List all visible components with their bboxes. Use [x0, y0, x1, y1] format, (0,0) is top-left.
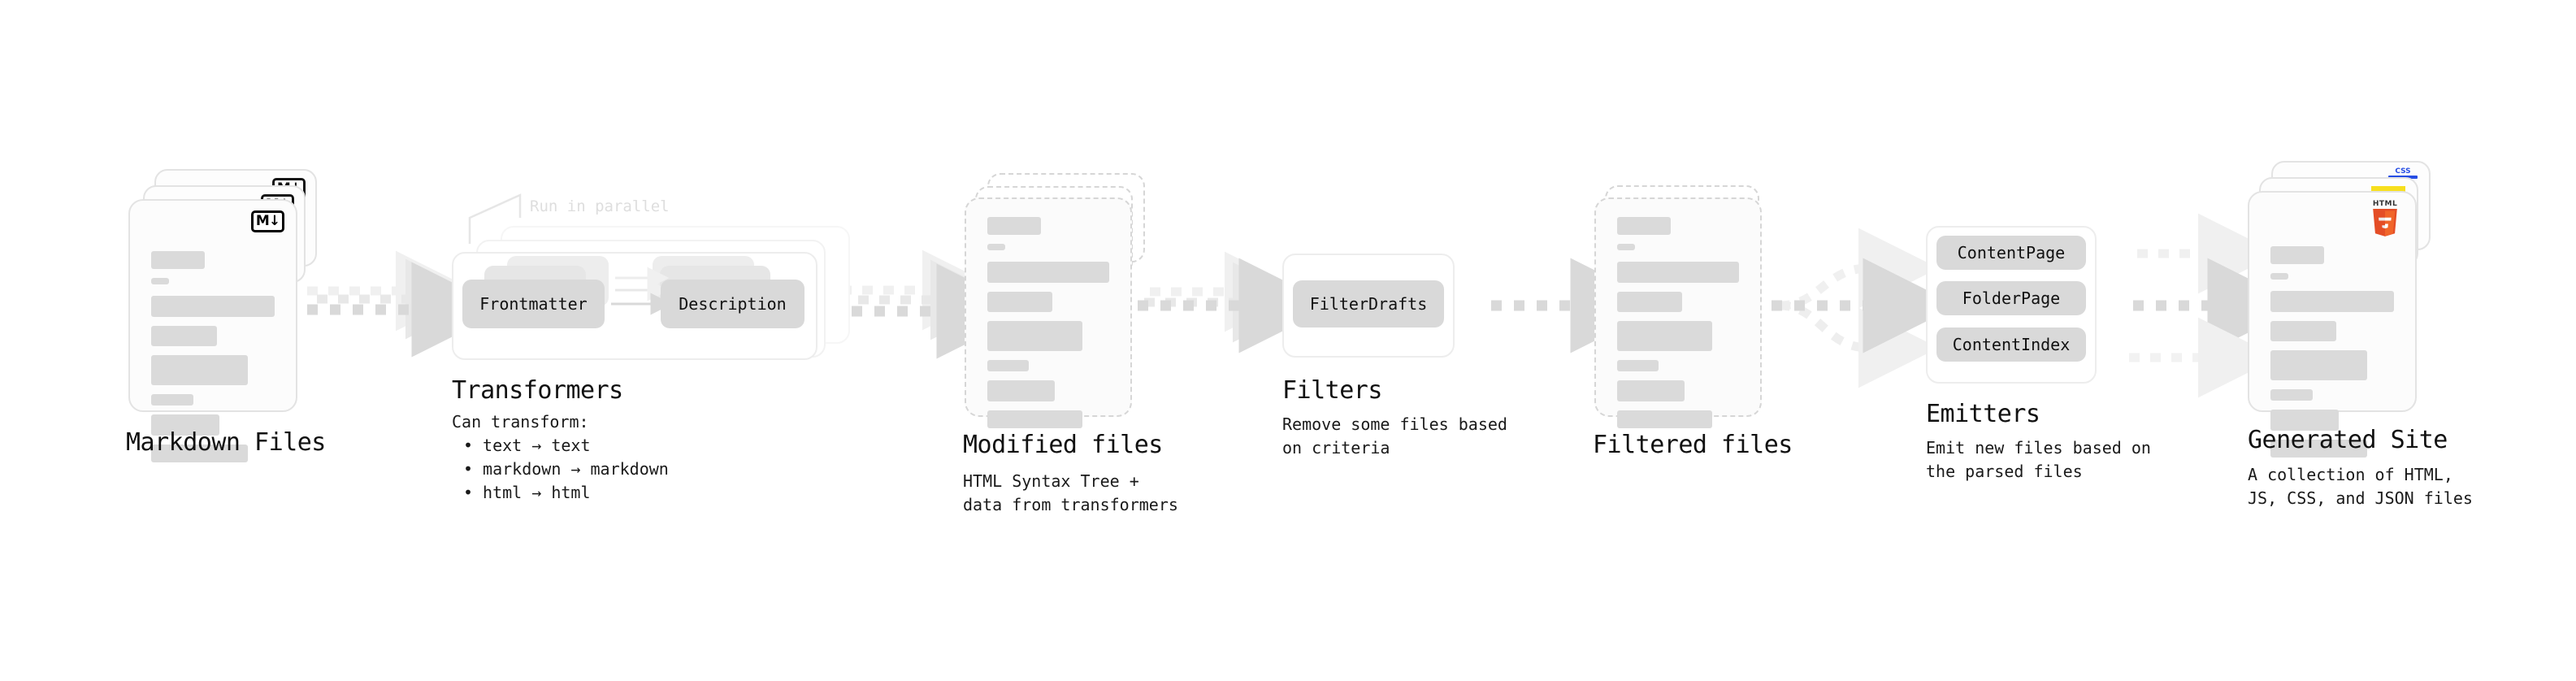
- emitter-node-label: ContentIndex: [1952, 335, 2071, 354]
- filter-node-label: FilterDrafts: [1309, 294, 1428, 314]
- emitter-node-label: FolderPage: [1962, 288, 2061, 308]
- emitter-node-folderpage[interactable]: FolderPage: [1936, 281, 2086, 315]
- card-skeleton-lines: [1617, 217, 1739, 437]
- stage-title-generated-site: Generated Site: [2248, 426, 2448, 454]
- arrow-transformers-to-modified: [829, 249, 1032, 359]
- markdown-card-front: M↓: [128, 199, 297, 462]
- card-skeleton-lines: [987, 217, 1109, 437]
- modified-card-front: [965, 197, 1132, 428]
- markdown-badge: M↓: [251, 210, 284, 232]
- arrow-modified-to-filters: [1138, 251, 1334, 354]
- html5-shield-icon: [2373, 209, 2397, 236]
- stage-caption-modified-files: HTML Syntax Tree + data from transformer…: [963, 471, 1178, 514]
- transformers-bullet-item: markdown → markdown: [463, 458, 669, 481]
- transformers-bullets-heading: Can transform:: [452, 412, 589, 432]
- html5-badge-label: HTML: [2372, 200, 2398, 208]
- transformer-node-label: Frontmatter: [479, 294, 588, 314]
- stage-title-filters: Filters: [1282, 376, 1382, 405]
- transformer-node-frontmatter[interactable]: Frontmatter: [462, 280, 605, 328]
- markdown-badge-letter: M: [255, 213, 270, 229]
- stage-caption-filters: Remove some files based on criteria: [1282, 414, 1507, 458]
- transformers-bullet-item: html → html: [463, 481, 669, 505]
- html5-badge: HTML: [2368, 200, 2402, 239]
- markdown-badge-arrow: ↓: [268, 213, 280, 229]
- site-card-front-html: HTML: [2248, 191, 2417, 458]
- transformers-bullet-item: text → text: [463, 434, 669, 458]
- run-in-parallel-label: Run in parallel: [530, 197, 670, 215]
- transformer-node-description[interactable]: Description: [661, 280, 804, 328]
- filtered-card-front: [1594, 197, 1762, 428]
- stage-caption-generated-site: A collection of HTML, JS, CSS, and JSON …: [2248, 465, 2473, 508]
- arrow-emitters-to-site: [2129, 213, 2303, 398]
- arrow-filtered-to-emitters: [1772, 228, 1958, 388]
- arrow-markdown-to-transformers: [307, 250, 507, 358]
- stage-title-markdown-files: Markdown Files: [126, 428, 326, 457]
- stage-title-emitters: Emitters: [1926, 400, 2040, 428]
- card-skeleton-lines: [151, 251, 275, 471]
- css-badge-label: CSS: [2395, 167, 2411, 176]
- stage-title-modified-files: Modified files: [963, 431, 1163, 459]
- emitter-node-contentindex[interactable]: ContentIndex: [1936, 327, 2086, 362]
- stage-title-transformers: Transformers: [452, 376, 623, 405]
- emitter-node-label: ContentPage: [1957, 243, 2066, 262]
- filter-node-filterdrafts[interactable]: FilterDrafts: [1293, 280, 1444, 327]
- transformers-bullet-list: Can transform: text → text markdown → ma…: [452, 410, 669, 505]
- card-skeleton-lines: [2270, 246, 2394, 466]
- stage-title-filtered-files: Filtered files: [1593, 431, 1793, 459]
- run-in-parallel-leader: [468, 193, 522, 244]
- transformer-node-label: Description: [679, 294, 787, 314]
- stage-caption-emitters: Emit new files based on the parsed files: [1926, 438, 2151, 481]
- emitter-node-contentpage[interactable]: ContentPage: [1936, 236, 2086, 270]
